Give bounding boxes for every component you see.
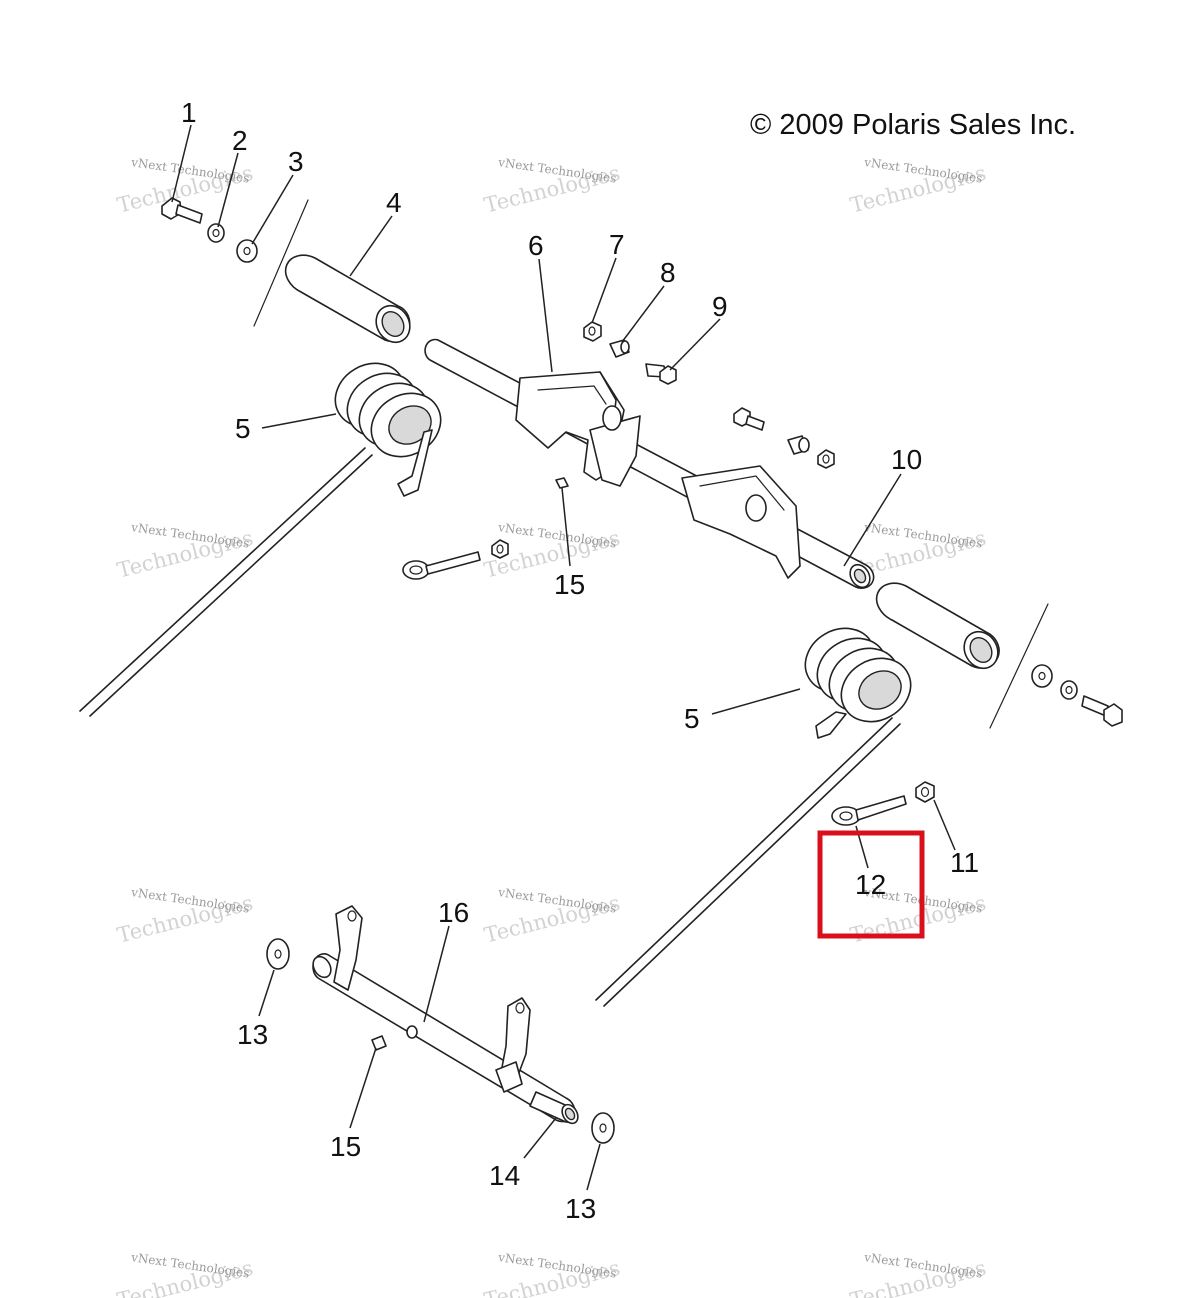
callout-14[interactable]: 14 — [489, 1160, 520, 1191]
shaft-assembly-part-10[interactable] — [424, 338, 875, 591]
callout-6[interactable]: 6 — [528, 230, 544, 261]
bolt-right[interactable] — [1081, 695, 1123, 727]
callout-1[interactable]: 1 — [181, 97, 197, 128]
bushing-right-bracket[interactable] — [787, 435, 810, 455]
break-line-right — [989, 603, 1049, 729]
washer-part-3[interactable] — [236, 239, 258, 263]
break-line-left — [253, 199, 309, 327]
washer-part-13-left[interactable] — [266, 938, 290, 970]
callout-3[interactable]: 3 — [288, 146, 304, 177]
bushing-part-8[interactable] — [609, 339, 630, 358]
callout-12[interactable]: 12 — [855, 869, 886, 900]
set-screw-part-15-lower[interactable] — [371, 1035, 387, 1051]
torsion-spring-right-part-5[interactable] — [595, 616, 922, 1007]
callout-9[interactable]: 9 — [712, 291, 728, 322]
torsion-spring-left-part-5[interactable] — [79, 351, 452, 717]
nut-part-11[interactable] — [915, 781, 935, 803]
callout-2[interactable]: 2 — [232, 125, 248, 156]
callout-7[interactable]: 7 — [609, 229, 625, 260]
callout-8[interactable]: 8 — [660, 257, 676, 288]
washer-part-13-right[interactable] — [591, 1112, 615, 1144]
spacer-tube-part-4[interactable] — [284, 254, 417, 348]
callout-15-lower[interactable]: 15 — [330, 1131, 361, 1162]
eye-bolt-part-12[interactable] — [831, 795, 907, 826]
bolt-part-9[interactable] — [645, 363, 677, 385]
bolt-right-bracket[interactable] — [733, 407, 765, 431]
bushing-part-14[interactable] — [529, 1091, 581, 1126]
washer-part-2[interactable] — [207, 223, 225, 243]
callout-16[interactable]: 16 — [438, 897, 469, 928]
callout-5-lower[interactable]: 5 — [684, 703, 700, 734]
rear-shaft-part-16[interactable] — [310, 905, 576, 1123]
nut-part-7[interactable] — [583, 321, 602, 342]
callout-13-left[interactable]: 13 — [237, 1019, 268, 1050]
copyright-text: © 2009 Polaris Sales Inc. — [750, 109, 1076, 141]
callout-10[interactable]: 10 — [891, 444, 922, 475]
nut-right-bracket[interactable] — [817, 449, 835, 469]
callout-4[interactable]: 4 — [386, 187, 402, 218]
shaft-bracket-part-6[interactable] — [515, 371, 641, 487]
callout-labels: 1 2 3 4 5 5 6 7 8 9 10 11 12 13 13 14 15… — [181, 97, 979, 1224]
set-screw-part-15-upper[interactable] — [555, 477, 569, 489]
callout-13-right[interactable]: 13 — [565, 1193, 596, 1224]
callout-15-upper[interactable]: 15 — [554, 569, 585, 600]
highlight-box-callout-12 — [817, 830, 925, 939]
leader-lines — [171, 124, 956, 1191]
bolt-part-1[interactable] — [161, 197, 203, 224]
washer-right-outer[interactable] — [1031, 664, 1053, 688]
nut-eye-bolt-upper[interactable] — [491, 539, 509, 559]
washer-right-inner[interactable] — [1060, 680, 1078, 700]
callout-11[interactable]: 11 — [950, 847, 979, 878]
spacer-tube-right[interactable] — [875, 582, 1005, 674]
eye-bolt-upper[interactable] — [402, 551, 481, 580]
callout-5-upper[interactable]: 5 — [235, 413, 251, 444]
